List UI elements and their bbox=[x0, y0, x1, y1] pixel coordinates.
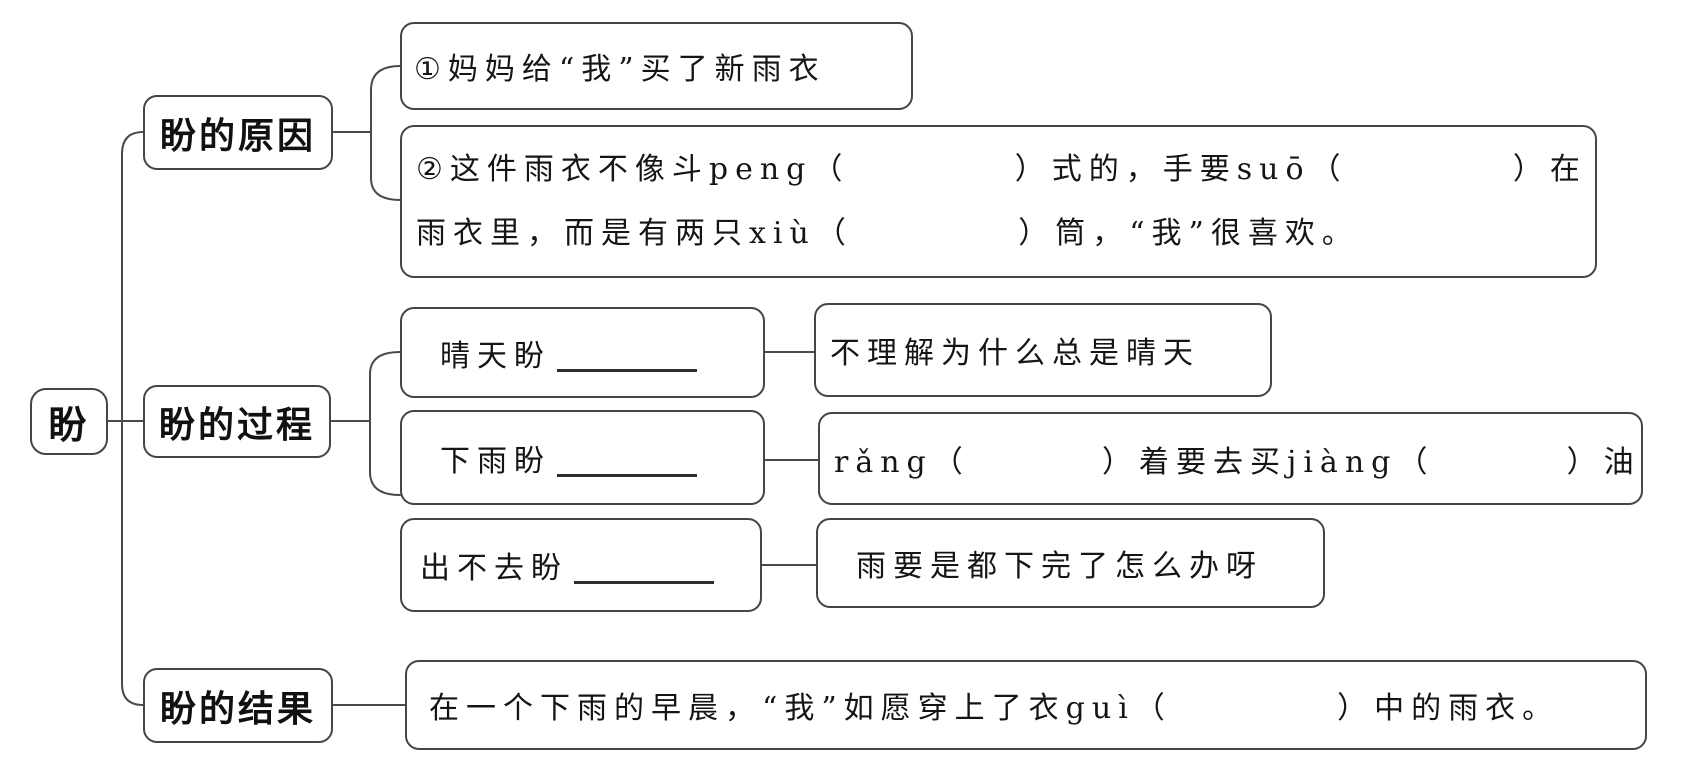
process-result-rain-box: rǎng（ ）着要去买jiàng（ ）油 bbox=[818, 412, 1643, 505]
trunk-reason-to-result bbox=[121, 131, 144, 706]
bracket-process-children bbox=[369, 351, 401, 496]
reason-item-2-line2: 雨衣里，而是有两只xiù（ ）筒，“我”很喜欢。 bbox=[416, 215, 1359, 251]
reason-item-1-box: ①妈妈给“我”买了新雨衣 bbox=[400, 22, 913, 110]
process-result-sunny-box: 不理解为什么总是晴天 bbox=[814, 303, 1272, 397]
process-item-label: 晴天盼 bbox=[440, 338, 551, 374]
process-result-text: rǎng（ ）着要去买jiàng（ ）油 bbox=[834, 444, 1641, 480]
process-item-inner: 晴天盼 bbox=[440, 331, 697, 375]
branch-process-label: 盼的过程 bbox=[143, 385, 331, 458]
result-text: 在一个下雨的早晨，“我”如愿穿上了衣guì（ ）中的雨衣。 bbox=[429, 691, 1560, 726]
process-item-sunny-box: 晴天盼 bbox=[400, 307, 765, 398]
reason-item-2-box: ②这件雨衣不像斗peng（ ）式的，手要suō（ ）在 雨衣里，而是有两只xiù… bbox=[400, 125, 1597, 278]
branch-label-text: 盼的过程 bbox=[158, 403, 315, 445]
branch-label-text: 盼的原因 bbox=[159, 114, 316, 156]
branch-result-label: 盼的结果 bbox=[143, 668, 333, 743]
process-item-rain-box: 下雨盼 bbox=[400, 410, 765, 505]
bracket-reason-children bbox=[370, 65, 401, 201]
process-item-label: 出不去盼 bbox=[420, 551, 568, 586]
branch-reason-label: 盼的原因 bbox=[143, 95, 333, 170]
reason-item-2-line1: ②这件雨衣不像斗peng（ ）式的，手要suō（ ）在 bbox=[416, 151, 1587, 187]
process-item-inner: 出不去盼 bbox=[420, 543, 714, 587]
process-item-label: 下雨盼 bbox=[440, 443, 551, 479]
process-result-text: 雨要是都下完了怎么办呀 bbox=[856, 549, 1263, 584]
process-item-inner: 下雨盼 bbox=[440, 436, 697, 480]
process-result-text: 不理解为什么总是晴天 bbox=[830, 336, 1200, 371]
reason-item-1-text: ①妈妈给“我”买了新雨衣 bbox=[414, 52, 826, 87]
process-item-cantgo-box: 出不去盼 bbox=[400, 518, 762, 612]
blank-line bbox=[557, 444, 697, 477]
process-result-cantgo-box: 雨要是都下完了怎么办呀 bbox=[816, 518, 1325, 608]
result-text-box: 在一个下雨的早晨，“我”如愿穿上了衣guì（ ）中的雨衣。 bbox=[405, 660, 1647, 750]
blank-line bbox=[574, 551, 714, 584]
root-node: 盼 bbox=[30, 388, 108, 455]
branch-label-text: 盼的结果 bbox=[159, 687, 316, 729]
blank-line bbox=[557, 339, 697, 372]
root-label: 盼 bbox=[48, 405, 90, 447]
